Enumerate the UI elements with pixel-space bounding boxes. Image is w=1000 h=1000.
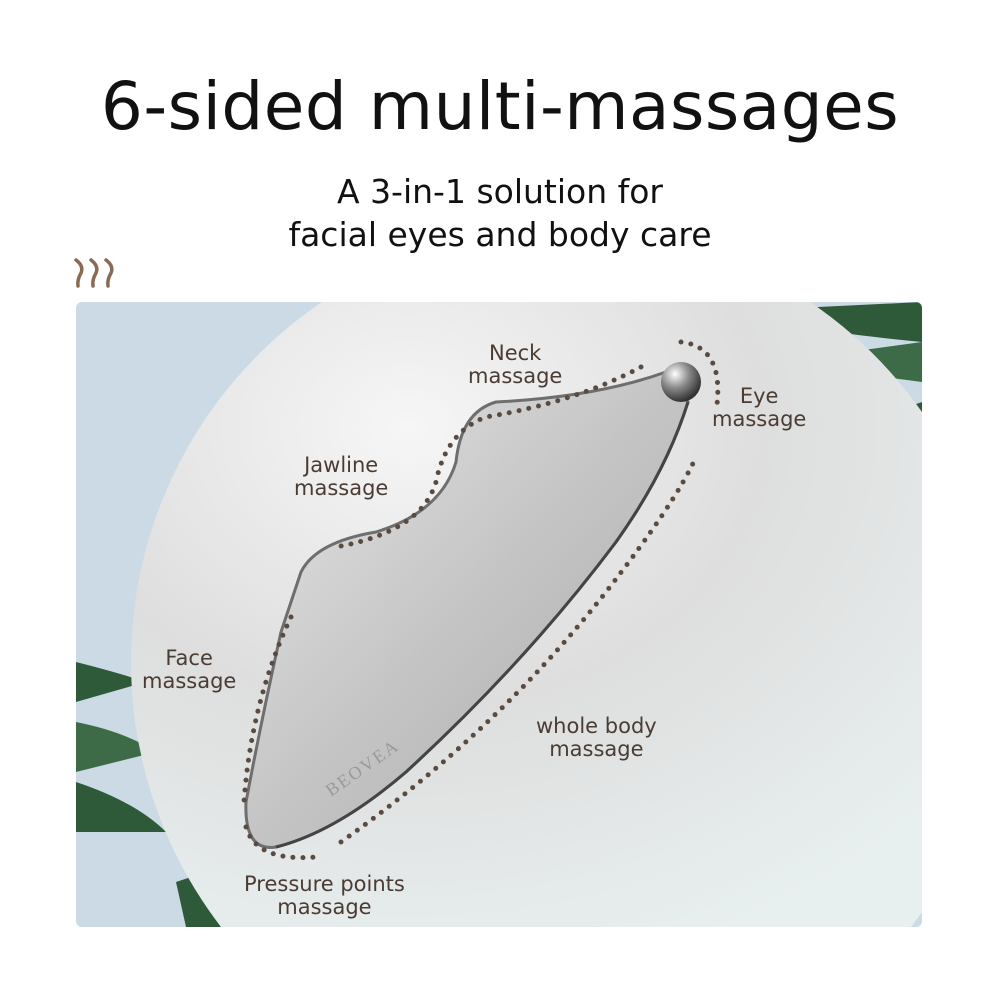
label-face-massage: Face massage <box>142 647 236 693</box>
label-line: massage <box>277 895 372 919</box>
tool-edge-shadow <box>275 401 690 849</box>
label-jawline-massage: Jawline massage <box>294 454 388 500</box>
label-line: massage <box>294 476 389 500</box>
subtitle-line-2: facial eyes and body care <box>288 215 712 254</box>
label-line: massage <box>468 364 563 388</box>
label-line: Pressure points <box>244 872 405 896</box>
subtitle: A 3-in-1 solution for facial eyes and bo… <box>0 170 1000 256</box>
label-neck-massage: Neck massage <box>468 342 562 388</box>
product-panel: BEOVEA Neck massage Eye massage Jawline … <box>76 302 922 927</box>
label-line: massage <box>549 737 644 761</box>
label-line: Face <box>165 646 213 670</box>
product-illustration: BEOVEA <box>76 302 922 927</box>
eye-ball-roller <box>661 362 701 402</box>
label-line: massage <box>712 407 807 431</box>
label-pressure-points-massage: Pressure points massage <box>244 873 405 919</box>
label-line: Neck <box>488 341 542 365</box>
label-line: Eye <box>739 384 779 408</box>
subtitle-line-1: A 3-in-1 solution for <box>337 172 663 211</box>
page-title: 6-sided multi-massages <box>100 68 900 145</box>
dotted-outlines <box>241 339 721 861</box>
label-line: Jawline <box>304 453 379 477</box>
label-eye-massage: Eye massage <box>712 385 806 431</box>
wave-chevrons-icon <box>74 258 114 288</box>
label-line: massage <box>142 669 237 693</box>
label-whole-body-massage: whole body massage <box>536 715 657 761</box>
label-line: whole body <box>536 714 657 738</box>
